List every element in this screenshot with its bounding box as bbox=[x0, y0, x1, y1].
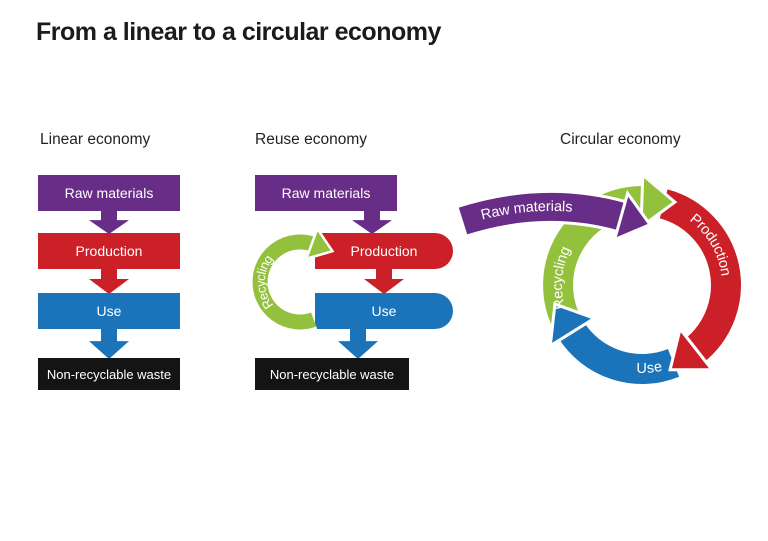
down-arrow-icon bbox=[89, 328, 129, 359]
reuse-use-box: Use bbox=[315, 293, 453, 329]
circular-economy-diagram: Production Use Recycling Raw materials bbox=[457, 171, 741, 384]
down-arrow-icon bbox=[364, 268, 404, 294]
linear-use-label: Use bbox=[96, 303, 122, 319]
linear-waste-label: Non-recyclable waste bbox=[46, 366, 172, 382]
reuse-production-box: Production bbox=[315, 233, 453, 269]
production-arrowhead bbox=[668, 325, 716, 372]
linear-production-label: Production bbox=[75, 243, 143, 259]
circular-use-label: Use bbox=[636, 359, 663, 377]
reuse-waste-box: Non-recyclable waste bbox=[255, 358, 409, 390]
production-arc bbox=[659, 189, 741, 364]
down-arrow-icon bbox=[338, 328, 378, 359]
raw-materials-arrowhead bbox=[612, 189, 653, 243]
recycling-arrowhead bbox=[639, 171, 678, 231]
reuse-raw-materials-box: Raw materials bbox=[255, 175, 397, 211]
recycling-loop-arrow: Recycling bbox=[249, 225, 335, 333]
reuse-waste-label: Non-recyclable waste bbox=[269, 366, 395, 382]
linear-use-box: Use bbox=[38, 293, 180, 329]
raw-materials-arrow-body bbox=[458, 192, 627, 235]
linear-economy-heading: Linear economy bbox=[40, 131, 151, 148]
reuse-production-label: Production bbox=[350, 243, 418, 259]
linear-production-box: Production bbox=[38, 233, 180, 269]
linear-waste-box: Non-recyclable waste bbox=[38, 358, 180, 390]
linear-raw-materials-box: Raw materials bbox=[38, 175, 180, 211]
circular-economy-heading: Circular economy bbox=[560, 131, 681, 148]
recycling-loop-arrowhead bbox=[304, 225, 335, 261]
linear-raw-materials-label: Raw materials bbox=[64, 185, 154, 201]
down-arrow-icon bbox=[89, 210, 129, 234]
down-arrow-icon bbox=[89, 268, 129, 294]
use-arc bbox=[558, 321, 680, 384]
reuse-economy-heading: Reuse economy bbox=[255, 131, 368, 148]
reuse-use-label: Use bbox=[371, 303, 397, 319]
recycling-loop-body bbox=[252, 234, 317, 330]
down-arrow-icon bbox=[352, 210, 392, 234]
reuse-raw-materials-label: Raw materials bbox=[281, 185, 371, 201]
use-arrowhead bbox=[548, 302, 598, 349]
page-title: From a linear to a circular economy bbox=[36, 18, 441, 46]
